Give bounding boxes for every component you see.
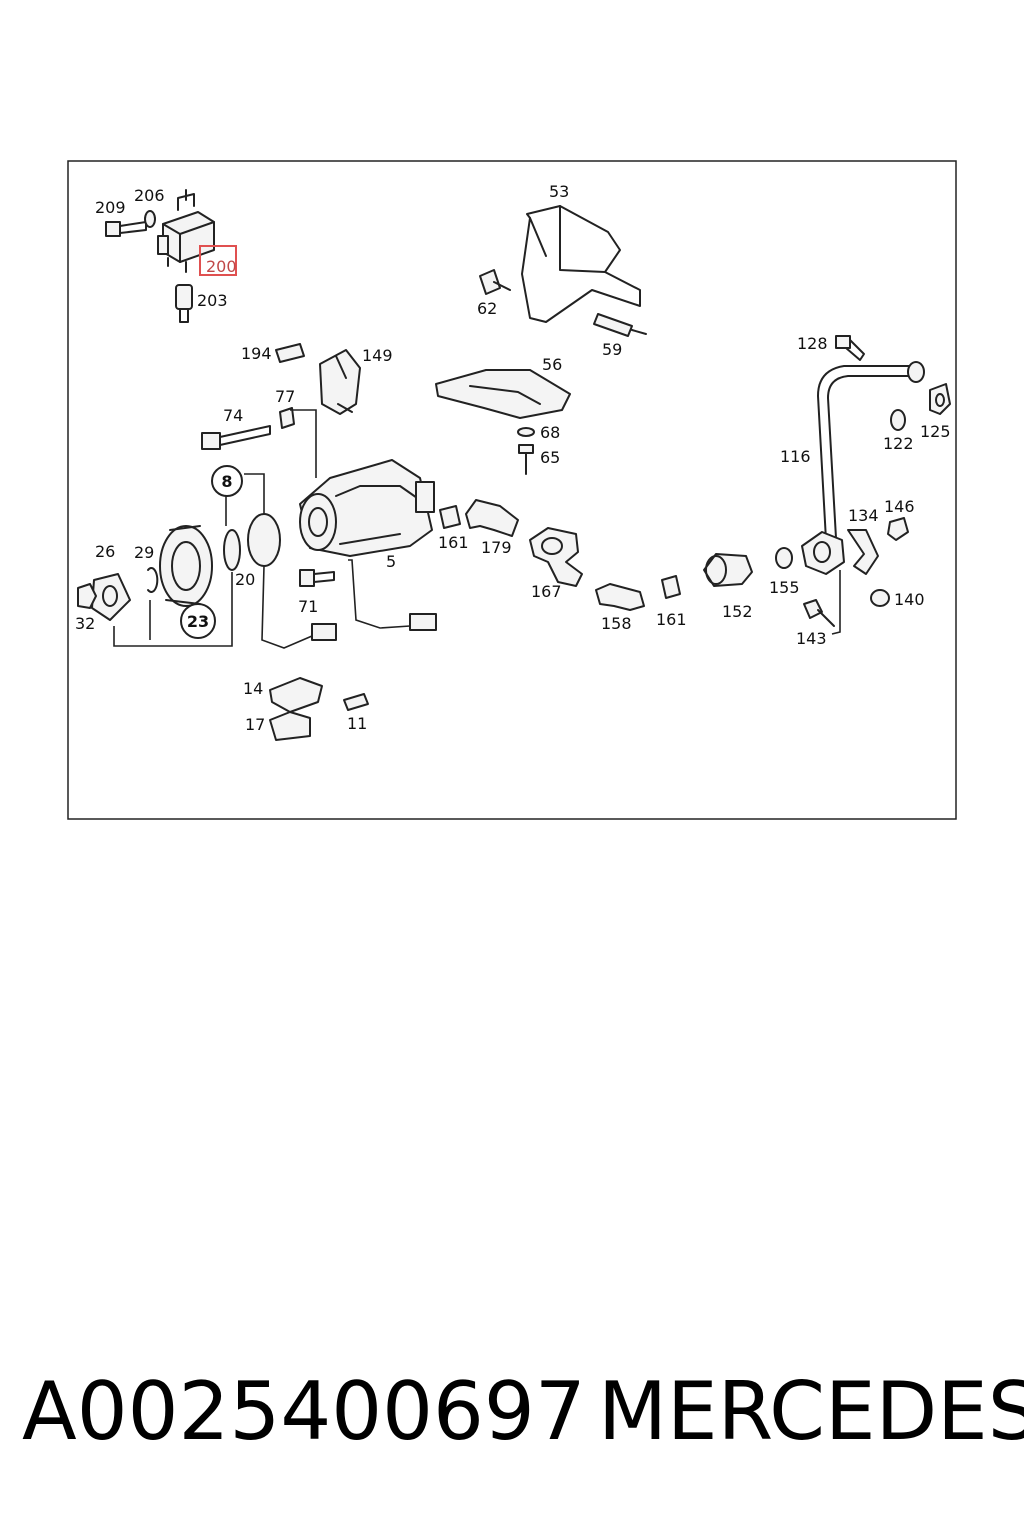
plate-26[interactable] (91, 573, 131, 621)
ring-20[interactable] (223, 529, 241, 571)
callout-26: 26 (95, 542, 115, 561)
callout-32: 32 (75, 614, 95, 633)
hose-158[interactable] (595, 583, 645, 611)
hose-149[interactable] (319, 349, 361, 415)
callout-128: 128 (797, 334, 828, 353)
callout-161-left: 161 (438, 533, 469, 552)
bolt-143[interactable] (803, 599, 835, 627)
diagram-frame (67, 160, 957, 820)
pin-11[interactable] (343, 693, 369, 711)
plate-56[interactable] (435, 369, 571, 419)
washer-68[interactable] (517, 427, 535, 437)
callout-143: 143 (796, 629, 827, 648)
seal-122[interactable] (890, 409, 906, 431)
holder-17[interactable] (269, 711, 311, 741)
valve-167[interactable] (529, 527, 583, 587)
part-number: A0025400697 (22, 1365, 586, 1458)
callout-155: 155 (769, 578, 800, 597)
callout-74: 74 (223, 406, 243, 425)
bolt-65[interactable] (518, 444, 534, 475)
bracket-53[interactable] (521, 205, 641, 323)
callout-29: 29 (134, 543, 154, 562)
callout-203: 203 (197, 291, 228, 310)
clamp-161b[interactable] (661, 575, 681, 599)
valve-152[interactable] (703, 553, 753, 587)
callout-206: 206 (134, 186, 165, 205)
callout-125: 125 (920, 422, 951, 441)
callout-146: 146 (884, 497, 915, 516)
brand-name: MERCEDES (598, 1365, 1024, 1458)
callout-140: 140 (894, 590, 925, 609)
callout-20: 20 (235, 570, 255, 589)
callout-5: 5 (386, 552, 396, 571)
cap-140[interactable] (870, 589, 890, 607)
callout-11: 11 (347, 714, 367, 733)
solenoid-valve[interactable] (157, 189, 215, 273)
callout-56: 56 (542, 355, 562, 374)
callout-68: 68 (540, 423, 560, 442)
callout-161-right: 161 (656, 610, 687, 629)
callout-179: 179 (481, 538, 512, 557)
callout-194: 194 (241, 344, 272, 363)
callout-59: 59 (602, 340, 622, 359)
callout-53: 53 (549, 182, 569, 201)
nut-32[interactable] (77, 583, 97, 609)
callout-209: 209 (95, 198, 126, 217)
callout-134: 134 (848, 506, 879, 525)
bolt-62[interactable] (479, 269, 511, 295)
callout-77: 77 (275, 387, 295, 406)
callout-116: 116 (780, 447, 811, 466)
callout-200: 200 (206, 257, 237, 276)
callout-62: 62 (477, 299, 497, 318)
plug-left[interactable] (311, 623, 337, 641)
bolt-209[interactable] (105, 221, 147, 237)
circle-callout-23 (180, 603, 216, 639)
bolt-71[interactable] (299, 569, 335, 587)
sleeve-77[interactable] (279, 407, 295, 429)
callout-71: 71 (298, 597, 318, 616)
pipe-116[interactable] (817, 361, 925, 541)
highlight-box-200[interactable] (199, 245, 237, 276)
callout-149: 149 (362, 346, 393, 365)
compressor-5[interactable] (299, 459, 435, 557)
stud-59[interactable] (593, 313, 647, 337)
seal-155[interactable] (775, 547, 793, 569)
pulley[interactable] (159, 525, 213, 607)
clamp-161a[interactable] (439, 505, 461, 529)
plug-right[interactable] (409, 613, 437, 631)
bolt-128[interactable] (835, 335, 865, 361)
connector-203[interactable] (175, 284, 193, 323)
callout-122: 122 (883, 434, 914, 453)
bracket-bottom[interactable] (847, 529, 879, 575)
connector-14[interactable] (269, 677, 323, 713)
callout-152: 152 (722, 602, 753, 621)
nut-146[interactable] (887, 517, 909, 541)
gasket-125[interactable] (929, 383, 951, 415)
callout-65: 65 (540, 448, 560, 467)
clip-194[interactable] (275, 343, 305, 363)
callout-14: 14 (243, 679, 263, 698)
callout-8: 8 (221, 472, 232, 491)
circlip-29[interactable] (147, 567, 159, 593)
elbow-179[interactable] (465, 499, 519, 537)
callout-158: 158 (601, 614, 632, 633)
callout-17: 17 (245, 715, 265, 734)
fitting-134[interactable] (801, 531, 845, 575)
callout-167: 167 (531, 582, 562, 601)
coil-disc[interactable] (247, 513, 281, 567)
callout-23: 23 (187, 612, 209, 631)
washer-206[interactable] (144, 210, 156, 228)
circle-callout-8 (211, 465, 243, 497)
bolt-74[interactable] (201, 425, 271, 450)
